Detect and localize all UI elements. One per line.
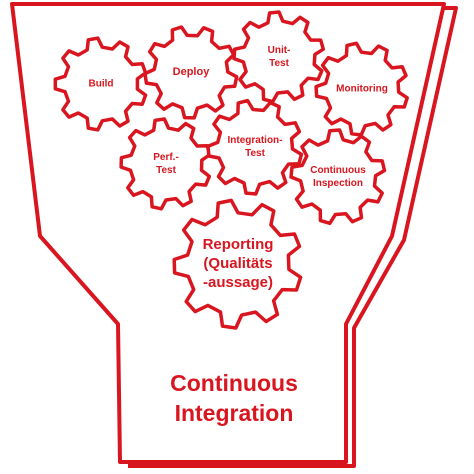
gear-label-deploy-line-1: Deploy [173, 66, 211, 78]
gear-label-perf-test-line-2: Test [156, 165, 176, 176]
gear-icon [53, 36, 148, 132]
gear-label-continuous-inspection-line-1: Continuous [310, 165, 366, 176]
gear-icon [206, 98, 304, 196]
gear-label-unit-test-line-2: Test [269, 58, 289, 69]
gears-layer: BuildDeployUnit-TestMonitoringPerf.-Test… [53, 10, 409, 330]
gear-label-continuous-inspection-line-2: Inspection [313, 178, 363, 189]
funnel-title-line-1: Continuous [170, 370, 298, 396]
gear-label-reporting-line-3: -aussage) [203, 274, 273, 291]
gear-deploy: Deploy [143, 25, 239, 120]
gear-unit-test: Unit- Test [232, 10, 326, 104]
gear-label-build-line-1: Build [89, 79, 114, 90]
gear-icon [289, 128, 387, 226]
gear-monitoring: Monitoring [314, 41, 409, 137]
gear-reporting: Reporting (Qualitäts -aussage) [172, 198, 303, 330]
gear-integration-test: Integration- Test [206, 98, 304, 196]
gear-label-integration-test-line-2: Test [245, 148, 265, 159]
gear-label-integration-test-line-1: Integration- [228, 135, 283, 146]
gear-icon [119, 117, 212, 211]
gear-label-reporting-line-1: Reporting [203, 236, 274, 253]
gear-icon [314, 41, 409, 137]
gear-label-unit-test-line-1: Unit- [268, 45, 291, 56]
gear-icon [232, 10, 326, 104]
gear-icon [143, 25, 239, 120]
funnel-title-line-2: Integration [175, 400, 294, 426]
gear-icon [172, 198, 303, 330]
gear-label-perf-test-line-1: Perf.- [153, 152, 179, 163]
gear-label-reporting-line-2: (Qualitäts [203, 255, 272, 272]
gear-perf-test: Perf.- Test [119, 117, 212, 211]
gear-build: Build [53, 36, 148, 132]
gear-label-monitoring-line-1: Monitoring [336, 84, 388, 95]
